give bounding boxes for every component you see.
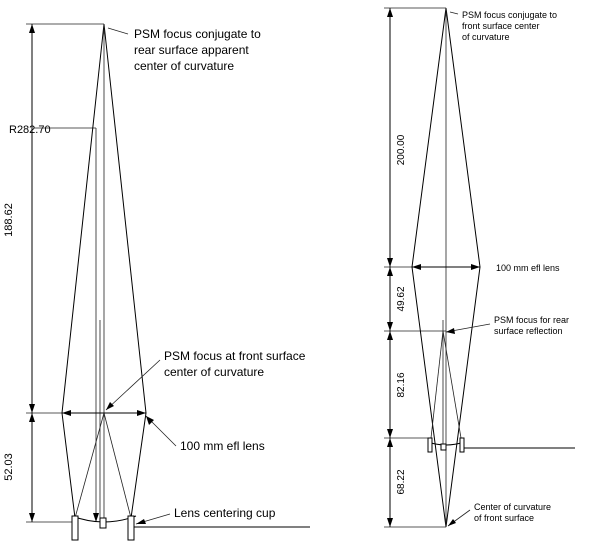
leader-arrowhead [106,402,114,410]
dim-arrowhead [387,258,393,267]
dim-arrowhead [387,331,393,340]
dim-arrowhead [387,518,393,527]
radius-arrowhead [93,513,99,522]
left-dim-lower-text: 52.03 [3,453,15,481]
right-cup-leg-left [427,437,433,453]
right-inner-right [442,330,462,439]
label-top-focus-3: center of curvature [134,59,234,73]
right-center-2: of front surface [474,513,534,523]
right-rear-focus-1: PSM focus for rear [494,315,569,325]
right-dim-6822-text: 68.22 [396,469,407,494]
cup-leg-left [71,515,79,541]
leader-right-top [449,11,459,15]
label-top-focus-2: rear surface apparent [134,43,249,57]
lens-arrowhead [471,264,480,270]
dim-arrowhead [387,267,393,276]
label-lens: 100 mm efl lens [180,439,265,453]
dim-arrowhead [387,8,393,17]
radius-label: R282.70 [9,124,51,136]
leader-arrowhead [446,328,455,334]
cup-center-mark [99,517,107,529]
dim-arrowhead [29,413,35,422]
left-ray-inner-right [103,412,132,519]
right-dim-4962-text: 49.62 [396,286,407,311]
leader-mid-focus [105,359,161,411]
right-top-focus-2: front surface center [462,21,540,31]
right-cup-leg-right [459,437,465,453]
left-dim-upper-text: 188.62 [3,203,15,237]
leader-top-focus [107,27,129,35]
right-inner-left [430,330,444,439]
cup-leg-right [127,515,135,541]
label-mid-focus-2: center of curvature [164,365,264,379]
label-mid-focus-1: PSM focus at front surface [164,349,306,363]
right-diagram: 200.00 49.62 82.16 68.22 PSM focus conju… [384,7,575,528]
right-dim-200-text: 200.00 [396,134,407,165]
left-diagram: 188.62 52.03 R282.70 PSM focus conjugate… [3,23,310,541]
right-dim-8216-text: 82.16 [396,372,407,397]
label-cup: Lens centering cup [174,506,276,520]
leader-arrowhead [136,519,146,524]
left-ray-outer-right [103,23,147,519]
right-top-focus-3: of curvature [462,32,510,42]
right-rear-focus-2: surface reflection [494,326,563,336]
right-center-1: Center of curvature [474,502,551,512]
leader-arrowhead [146,416,154,425]
dim-arrowhead [387,438,393,447]
leader-arrowhead [448,519,456,526]
dim-arrowhead [387,322,393,331]
left-ray-inner-left [74,412,105,519]
left-ray-outer-left [61,23,105,519]
lens-arrowhead [412,264,421,270]
label-top-focus-1: PSM focus conjugate to [134,27,261,41]
right-lens-label: 100 mm efl lens [496,263,560,273]
right-cup-center [440,443,447,451]
lens-arrowhead [137,410,146,416]
dim-arrowhead [387,429,393,438]
lens-arrowhead [62,410,71,416]
dim-arrowhead [29,513,35,522]
dim-arrowhead [29,404,35,413]
right-top-focus-1: PSM focus conjugate to [462,10,557,20]
dim-arrowhead [29,24,35,33]
